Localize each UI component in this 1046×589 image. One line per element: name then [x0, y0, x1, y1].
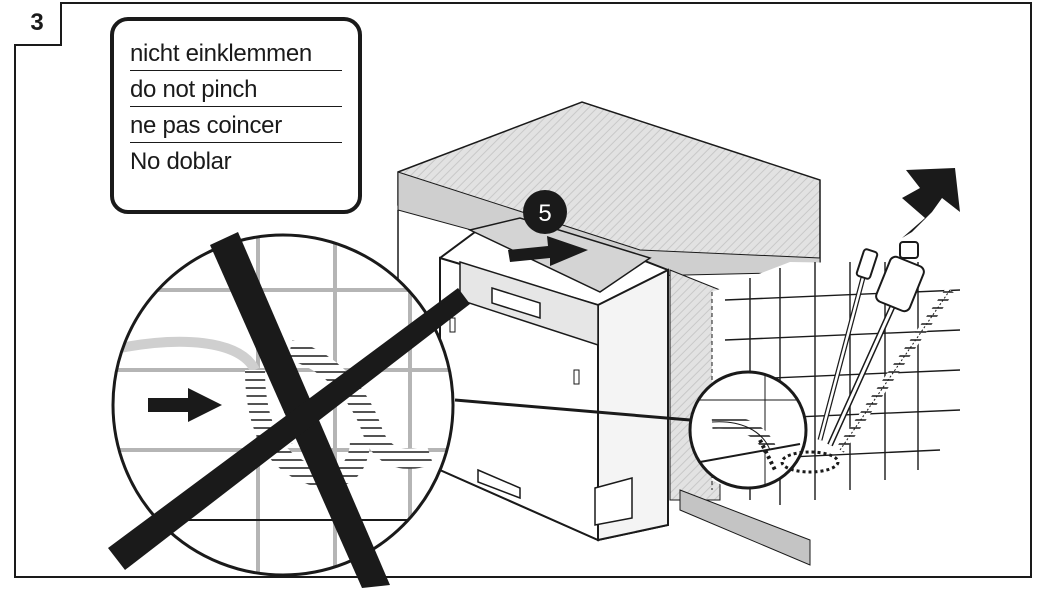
warning-text-fr: ne pas coincer: [130, 107, 342, 143]
callout-number: 5: [538, 200, 551, 227]
warning-text-en: do not pinch: [130, 71, 342, 107]
lift-arrow-icon: [902, 168, 960, 238]
warning-text-es: No doblar: [130, 148, 232, 175]
leader-line: [454, 398, 691, 422]
push-arrow-icon: [508, 236, 588, 266]
callout-5-badge: 5: [523, 190, 567, 234]
supply-hoses: [817, 241, 954, 453]
diagram-frame: [14, 2, 1032, 578]
dishwasher: [439, 217, 669, 542]
step-number-box: 3: [14, 2, 62, 46]
detail-circle-correct: [688, 370, 840, 490]
warning-text-de: nicht einklemmen: [130, 35, 342, 71]
step-number: 3: [30, 9, 44, 36]
warning-label-box: nicht einklemmen do not pinch ne pas coi…: [110, 17, 362, 214]
prohibited-cross-icon: [108, 232, 470, 588]
